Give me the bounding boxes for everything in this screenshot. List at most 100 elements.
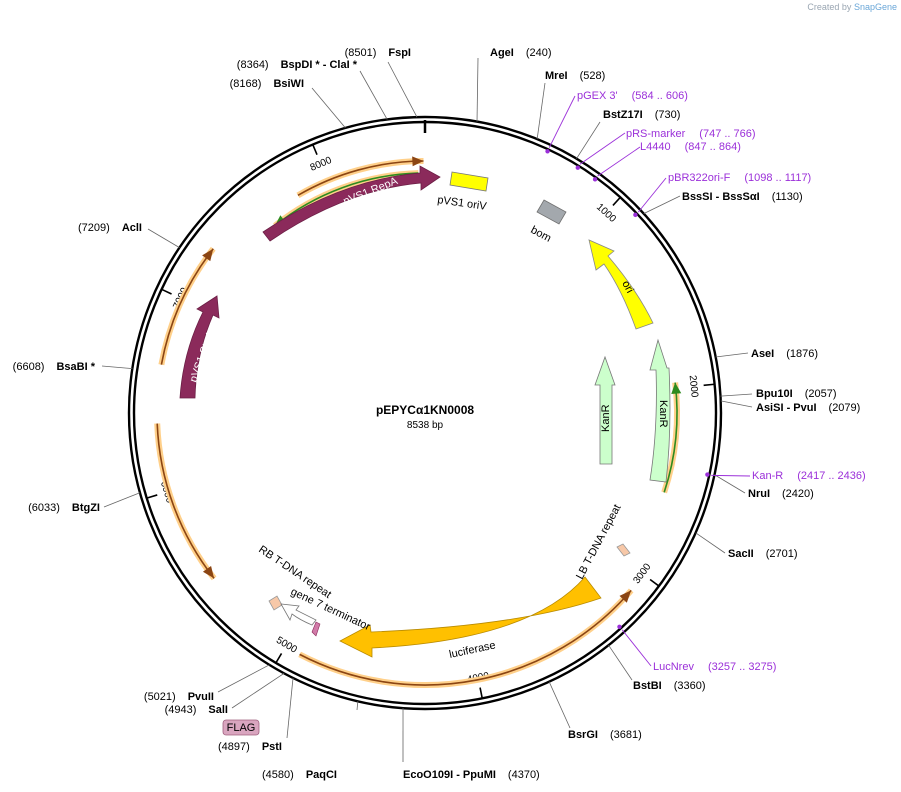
- tick-label: 2000: [687, 375, 700, 399]
- enzyme-leader-line: [356, 701, 359, 711]
- enzyme-label-nrui[interactable]: NruI(2420): [748, 488, 814, 500]
- feature-ori[interactable]: [588, 239, 654, 330]
- svg-text:(6033)BtgZI: (6033)BtgZI: [28, 502, 100, 514]
- enzyme-leader-line: [643, 195, 681, 214]
- svg-text:AseI(1876): AseI(1876): [751, 348, 818, 360]
- enzyme-label-bstz17i[interactable]: BstZ17I(730): [603, 109, 680, 121]
- enzyme-leader-line: [536, 82, 546, 140]
- enzyme-leader-line: [359, 70, 388, 120]
- orf-line: [156, 423, 215, 579]
- enzyme-label-bstbi[interactable]: BstBI(3360): [633, 680, 706, 692]
- svg-text:(7209)AclI: (7209)AclI: [78, 222, 142, 234]
- feature-label-ori: ori: [619, 279, 635, 295]
- svg-text:Kan-R(2417 .. 2436): Kan-R(2417 .. 2436): [752, 470, 866, 482]
- enzyme-label-agei[interactable]: AgeI(240): [490, 47, 552, 59]
- feature-pvs1-staa[interactable]: [179, 295, 220, 399]
- enzyme-label-fspi[interactable]: (8501)FspI: [345, 47, 411, 59]
- feature-pvs1-repa[interactable]: [262, 165, 441, 242]
- feature-gene7-terminator[interactable]: [280, 603, 317, 626]
- svg-text:BsrGI(3681): BsrGI(3681): [568, 729, 642, 741]
- enzyme-leader-line: [720, 393, 753, 397]
- primer-label-prs-marker[interactable]: pRS-marker(747 .. 766): [626, 128, 756, 140]
- tick-mark: [146, 494, 158, 499]
- enzyme-label-ecoo109i[interactable]: EcoO109I - PpuMI(4370): [403, 769, 540, 781]
- enzyme-label-sacii[interactable]: SacII(2701): [728, 548, 797, 560]
- enzyme-leader-line: [715, 352, 749, 358]
- enzyme-label-pvuii[interactable]: (5021)PvuII: [144, 691, 214, 703]
- enzyme-leader-line: [103, 492, 141, 508]
- feature-lb-tdna-repeat[interactable]: [616, 543, 631, 557]
- primer-label-pgex3[interactable]: pGEX 3'(584 .. 606): [577, 90, 688, 102]
- tick-label: 5000: [274, 635, 299, 656]
- svg-text:Bpu10I(2057): Bpu10I(2057): [756, 388, 836, 400]
- enzyme-label-asei[interactable]: AseI(1876): [751, 348, 818, 360]
- enzyme-label-mrei[interactable]: MreI(528): [545, 70, 605, 82]
- svg-text:(6608)BsaBI *: (6608)BsaBI *: [13, 361, 96, 373]
- enzyme-label-sali[interactable]: (4943)SalI: [165, 704, 228, 716]
- orf-arrowhead: [412, 156, 424, 167]
- enzyme-leader-line: [231, 672, 285, 709]
- svg-text:EcoO109I - PpuMI(4370): EcoO109I - PpuMI(4370): [403, 769, 540, 781]
- primer-site-marker: [575, 165, 580, 170]
- svg-text:(4897)PstI: (4897)PstI: [218, 741, 282, 753]
- feature-label-lb-tdna-repeat: LB T-DNA repeat: [574, 503, 624, 582]
- enzyme-label-bsiwi[interactable]: (8168)BsiWI: [230, 78, 304, 90]
- svg-text:SacII(2701): SacII(2701): [728, 548, 797, 560]
- feature-rb-tdna-repeat[interactable]: [268, 595, 283, 611]
- primer-leader-line: [579, 132, 626, 165]
- enzyme-leader-line: [695, 532, 726, 554]
- primer-label-l4440[interactable]: L4440(847 .. 864): [640, 141, 741, 153]
- feature-label-kanr-outer: KanR: [657, 400, 669, 428]
- feature-bom[interactable]: [536, 199, 567, 225]
- feature-label-luciferase: luciferase: [448, 639, 497, 661]
- enzyme-leader-line: [476, 57, 479, 122]
- primer-site-marker: [617, 624, 622, 629]
- enzyme-label-bsabi[interactable]: (6608)BsaBI *: [13, 361, 96, 373]
- orf-arrowhead: [202, 248, 214, 262]
- primer-label-pbr322ori-f[interactable]: pBR322ori-F(1098 .. 1117): [668, 172, 811, 184]
- enzyme-label-paqci[interactable]: (4580)PaqCI: [262, 769, 337, 781]
- orf-arrowhead: [619, 590, 632, 603]
- orf-line: [297, 160, 424, 197]
- primer-site-marker: [633, 212, 638, 218]
- feature-flag-box[interactable]: [222, 719, 260, 736]
- snapgene-credit: Created by SnapGene: [807, 2, 897, 12]
- enzyme-label-btgzi[interactable]: (6033)BtgZI: [28, 502, 100, 514]
- leader-line-layer: [101, 57, 753, 763]
- small-marker-red: [311, 621, 321, 637]
- tick-mark: [703, 383, 715, 387]
- feature-kanr-outer[interactable]: [649, 338, 671, 483]
- enzyme-label-bpu10i[interactable]: Bpu10I(2057): [756, 388, 836, 400]
- credit-brand: SnapGene: [853, 2, 897, 12]
- svg-text:LucNrev(3257 .. 3275): LucNrev(3257 .. 3275): [653, 661, 776, 673]
- primer-site-marker: [705, 472, 710, 477]
- feature-label-flag: FLAG: [227, 722, 256, 734]
- backbone-outer-ring: [127, 115, 723, 711]
- enzyme-label-bspdi-clai[interactable]: (8364)BspDI * - ClaI *: [237, 59, 358, 71]
- svg-text:BstBI(3360): BstBI(3360): [633, 680, 706, 692]
- svg-text:(8501)FspI: (8501)FspI: [345, 47, 411, 59]
- svg-text:L4440(847 .. 864): L4440(847 .. 864): [640, 141, 741, 153]
- tick-mark: [612, 196, 621, 206]
- orf-arrowhead: [202, 565, 215, 579]
- feature-kanr-inner[interactable]: [594, 355, 616, 465]
- primer-label-kan-r[interactable]: Kan-R(2417 .. 2436): [752, 470, 866, 482]
- primer-label-lucnrev[interactable]: LucNrev(3257 .. 3275): [653, 661, 776, 673]
- feature-label-pvs1-oriv: pVS1 oriV: [437, 194, 488, 213]
- orf-line: [274, 172, 419, 227]
- feature-pvs1-oriv[interactable]: [449, 171, 489, 192]
- feature-luciferase[interactable]: [339, 576, 602, 658]
- enzyme-leader-line: [720, 400, 753, 408]
- enzyme-label-psti[interactable]: (4897)PstI: [218, 741, 282, 753]
- enzyme-label-acli[interactable]: (7209)AclI: [78, 222, 142, 234]
- primer-leader-line: [597, 146, 641, 177]
- enzyme-label-bsssi[interactable]: BssSI - BssSαI(1130): [682, 191, 803, 203]
- svg-text:pRS-marker(747 .. 766): pRS-marker(747 .. 766): [626, 128, 756, 140]
- orf-arrowhead: [671, 382, 682, 395]
- svg-text:BstZ17I(730): BstZ17I(730): [603, 109, 680, 121]
- plasmid-length: 8538 bp: [407, 420, 444, 431]
- enzyme-label-asisi[interactable]: AsiSI - PvuI(2079): [756, 402, 860, 414]
- enzyme-label-bsrgi[interactable]: BsrGI(3681): [568, 729, 642, 741]
- svg-text:MreI(528): MreI(528): [545, 70, 605, 82]
